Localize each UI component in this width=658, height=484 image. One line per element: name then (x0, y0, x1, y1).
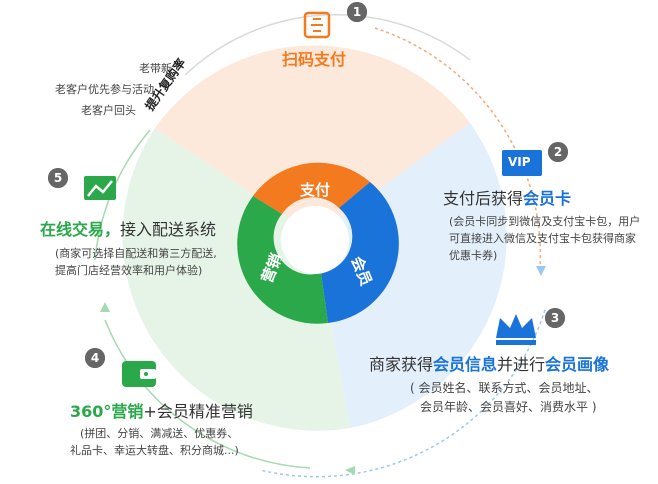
ring-marketing-segment (237, 196, 328, 324)
step5-title: 在线交易，接入配送系统 (40, 216, 216, 240)
step4-title: 360°营销+会员精准营销 (70, 398, 253, 422)
step3-desc-1: ( 会员姓名、联系方式、会员地址、 (410, 381, 599, 395)
step3-number: 3 (545, 308, 565, 328)
ring-member-segment (321, 182, 399, 323)
crown-icon (496, 314, 536, 345)
step3-title-mid: 并进行 (497, 355, 546, 374)
vip-card-icon (502, 150, 542, 176)
vip-badge-label: VIP (508, 155, 531, 169)
step1-title: 扫码支付 (282, 50, 347, 69)
arrow-head-1 (536, 266, 546, 276)
repurchase-item-3: 老客户回头 (81, 104, 136, 117)
growth-chart-icon (84, 176, 116, 200)
sector-member-bg (315, 123, 507, 428)
step3-title-highlight-2: 会员画像 (545, 355, 610, 374)
arc-top (184, 13, 471, 76)
sector-pay-bg (155, 45, 470, 236)
step3-title: 商家获得会员信息并进行会员画像 (369, 351, 609, 375)
arrow-head-2 (345, 466, 355, 475)
step5-desc-1: (商家可选择自配送和第三方配送, (55, 247, 217, 260)
step5-desc-2: 提高门店经营效率和用户体验) (55, 264, 203, 277)
step4-desc-1: (拼团、分销、满减送、优惠券、 (80, 427, 239, 440)
repurchase-item-1: 老带新 (139, 62, 172, 75)
arrow-head-3 (100, 302, 110, 312)
scan-code-icon (303, 11, 331, 39)
step5-number: 5 (48, 168, 68, 188)
step2-title: 支付后获得会员卡 (443, 185, 571, 209)
repurchase-item-2: 老客户优先参与活动 (55, 83, 154, 96)
step4-number: 4 (85, 348, 105, 368)
arc-bottom (259, 309, 546, 478)
step2-title-highlight: 会员卡 (523, 189, 572, 208)
step3-desc-2: 会员年龄、会员喜好、消费水平 ) (420, 400, 597, 414)
arc-right (374, 27, 542, 271)
step2-desc-1: (会员卡同步到微信及支付宝卡包，用户 (449, 215, 641, 228)
ring-pay-segment (253, 162, 370, 214)
step3-title-pre: 商家获得 (369, 355, 434, 374)
step2-title-pre: 支付后获得 (443, 189, 524, 208)
sector-marketing-bg (122, 128, 351, 431)
step4-title-highlight: 360°营销 (70, 402, 144, 421)
step5-title-post: 接入配送系统 (120, 220, 217, 239)
step5-title-highlight: 在线交易， (40, 220, 121, 239)
arc-left (104, 319, 311, 469)
step2-desc-2: 可直接进入微信及支付宝卡包获得商家 (449, 232, 636, 245)
step4-title-post: +会员精准营销 (143, 402, 253, 421)
step1-number: 1 (347, 2, 367, 22)
ring-center (281, 206, 349, 274)
step2-desc-3: 优惠卡券) (449, 249, 498, 262)
step4-desc-2: 礼品卡、幸运大转盘、积分商城...) (70, 444, 239, 457)
step2-number: 2 (548, 142, 568, 162)
wallet-icon (122, 361, 156, 387)
step3-title-highlight-1: 会员信息 (433, 355, 498, 374)
ring-label-pay: 支付 (300, 181, 331, 199)
